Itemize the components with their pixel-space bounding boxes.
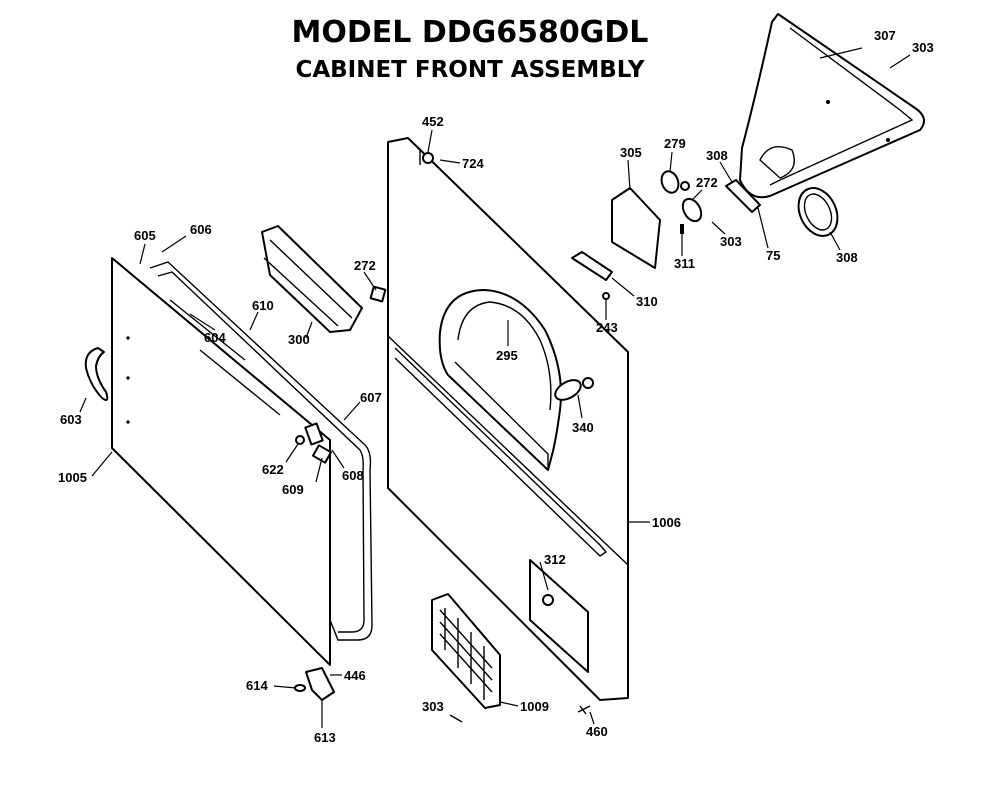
callout-724: 724 (462, 156, 484, 171)
callout-452: 452 (422, 114, 444, 129)
bearing-assembly-279 (660, 170, 703, 234)
callout-300: 300 (288, 332, 310, 347)
callout-603: 603 (60, 412, 82, 427)
door-switch-340 (554, 377, 594, 401)
leader-lines (79, 47, 911, 728)
seal-ring-306 (797, 187, 839, 237)
callout-272: 272 (354, 258, 376, 273)
callout-613: 613 (314, 730, 336, 745)
callout-604: 604 (204, 330, 226, 345)
callout-295: 295 (496, 348, 518, 363)
diagram-title: MODEL DDG6580GDL (292, 15, 649, 50)
callout-308: 308 (836, 250, 858, 265)
door-handle-603 (84, 347, 109, 401)
callout-307: 307 (874, 28, 896, 43)
front-bulkhead-307 (739, 13, 925, 199)
callout-312: 312 (544, 552, 566, 567)
callout-310: 310 (636, 294, 658, 309)
hinge-613 (305, 667, 335, 701)
callout-605: 605 (134, 228, 156, 243)
callout-609: 609 (282, 482, 304, 497)
toe-kick-grille-1009 (431, 593, 501, 709)
callout-607: 607 (360, 390, 382, 405)
bracket-305 (611, 187, 661, 269)
diagram-subtitle: CABINET FRONT ASSEMBLY (295, 57, 644, 83)
callout-303: 303 (422, 699, 444, 714)
bracket-308 (725, 179, 761, 213)
callout-614: 614 (246, 678, 268, 693)
lint-duct-300 (261, 225, 363, 333)
callout-610: 610 (252, 298, 274, 313)
callout-labels: 307 303 452 724 305 279 272 308 303 75 3… (58, 28, 934, 745)
callout-272: 272 (696, 175, 718, 190)
screw-303-bottom (449, 714, 463, 723)
callout-1009: 1009 (520, 699, 549, 714)
callout-303: 303 (912, 40, 934, 55)
fastener-272-left (369, 285, 387, 303)
callout-608: 608 (342, 468, 364, 483)
callout-243: 243 (596, 320, 618, 335)
callout-279: 279 (664, 136, 686, 151)
callout-303: 303 (720, 234, 742, 249)
callout-446: 446 (344, 668, 366, 683)
callout-75: 75 (766, 248, 780, 263)
callout-308: 308 (706, 148, 728, 163)
callout-606: 606 (190, 222, 212, 237)
callout-311: 311 (674, 256, 695, 271)
callout-305: 305 (620, 145, 642, 160)
callout-460: 460 (586, 724, 608, 739)
door-panel-1005 (111, 257, 373, 666)
callout-340: 340 (572, 420, 594, 435)
callout-1005: 1005 (58, 470, 87, 485)
callout-1006: 1006 (652, 515, 681, 530)
clip-460 (577, 705, 591, 715)
callout-622: 622 (262, 462, 284, 477)
front-panel-1006 (387, 137, 629, 701)
plate-310 (571, 251, 613, 281)
